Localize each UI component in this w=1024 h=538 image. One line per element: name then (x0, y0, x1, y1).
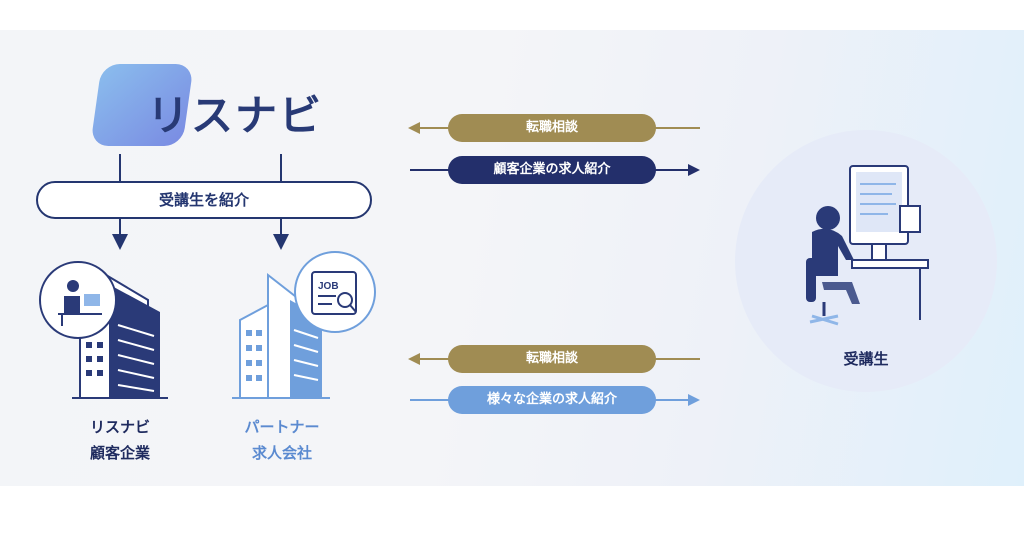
flow-top-jobs-pill: 顧客企業の求人紹介 (448, 156, 656, 184)
partner-company-label-line1: パートナー (244, 418, 320, 436)
partner-company-label-line2: 求人会社 (251, 444, 312, 462)
logo-text: リスナビ (147, 91, 324, 140)
client-company-label: リスナビ 顧客企業 (60, 414, 180, 466)
student-label: 受講生 (843, 350, 889, 368)
flow-bottom-jobs-arrowhead (688, 394, 700, 406)
flow-top-consult-pill: 転職相談 (448, 114, 656, 142)
flow-bottom-consult-pill: 転職相談 (448, 345, 656, 373)
job-badge-icon (294, 251, 376, 333)
flow-top-consult-arrowhead (408, 122, 420, 134)
flow-bottom-jobs-pill: 様々な企業の求人紹介 (448, 386, 656, 414)
job-badge-text: JOB (318, 281, 339, 292)
flow-top-jobs-arrowhead (688, 164, 700, 176)
client-company-label-line2: 顧客企業 (89, 444, 150, 462)
partner-company-label: パートナー 求人会社 (222, 414, 342, 466)
client-company-label-line1: リスナビ (89, 418, 150, 436)
student-desk-icon (806, 165, 929, 326)
introduce-student-pill: 受講生を紹介 (36, 181, 372, 219)
flow-bottom-consult-arrowhead (408, 353, 420, 365)
worker-badge-icon (39, 261, 117, 339)
